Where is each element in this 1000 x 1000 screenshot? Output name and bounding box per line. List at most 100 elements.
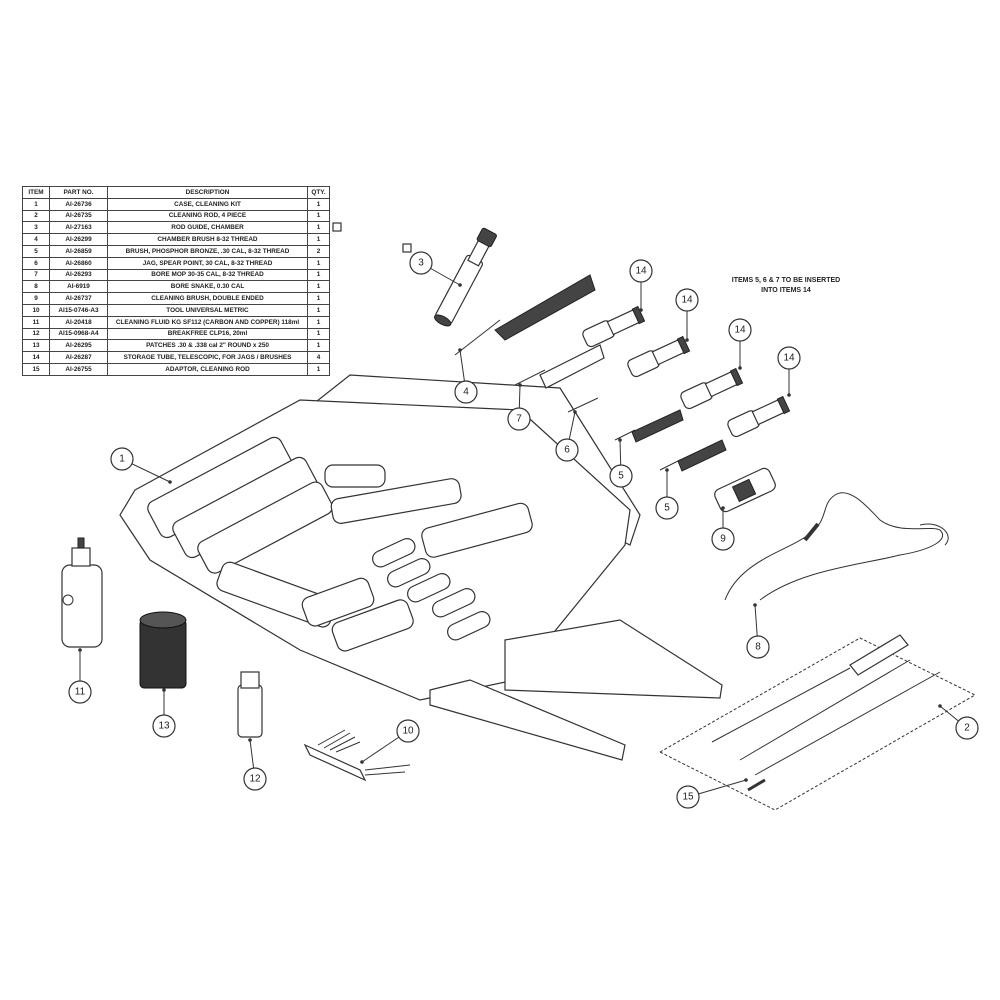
item-balloon: 6: [555, 438, 579, 462]
leader-dot: [518, 383, 522, 387]
quantity: 1: [307, 315, 330, 329]
balloon-number: 14: [783, 353, 795, 364]
bore-snake: [724, 492, 943, 601]
item-balloon: 10: [396, 719, 420, 743]
leader-dot: [162, 688, 166, 692]
storage-tube: [627, 335, 691, 378]
balloon-number: 7: [516, 414, 522, 425]
cleaning-case: [119, 374, 723, 761]
case-pocket: [330, 478, 462, 524]
case-pocket: [331, 599, 414, 652]
item-balloon: 9: [711, 527, 735, 551]
quantity: 1: [307, 339, 330, 353]
universal-metric-tool: [303, 729, 411, 782]
leader-dot: [639, 308, 643, 312]
leader-dot: [573, 410, 577, 414]
quantity: 1: [307, 292, 330, 305]
part-number: AI-26859: [49, 244, 108, 258]
part-number: AI-26755: [49, 362, 108, 376]
case-pocket: [432, 588, 476, 618]
case-pocket: [447, 611, 491, 641]
jag: [567, 397, 599, 413]
balloon-number: 5: [618, 471, 624, 482]
item-balloon: 4: [454, 380, 478, 404]
balloon-number: 13: [158, 721, 170, 732]
leader-dot: [665, 468, 669, 472]
chamber-brush: [454, 274, 596, 356]
storage-tube: [680, 367, 744, 410]
leader-dot: [458, 348, 462, 352]
leader-dot: [618, 438, 622, 442]
leader-dot: [753, 603, 757, 607]
item-balloon: 14: [728, 318, 752, 342]
item-balloon: 14: [629, 259, 653, 283]
balloon-number: 4: [463, 387, 469, 398]
part-number: AI15-0746-A3: [49, 303, 108, 317]
item-balloon: 7: [507, 407, 531, 431]
balloon-number: 14: [734, 325, 746, 336]
item-balloon: 15: [676, 785, 700, 809]
quantity: 1: [307, 303, 330, 317]
leader-dot: [685, 338, 689, 342]
quantity: 1: [307, 327, 330, 341]
case-pocket: [324, 464, 386, 488]
balloon-number: 14: [635, 266, 647, 277]
item-number: 9: [22, 292, 50, 305]
balloon-number: 11: [75, 687, 86, 698]
cleaning-rod-set: [658, 634, 977, 811]
rod-adaptor: [747, 778, 766, 792]
description: STORAGE TUBE, TELESCOPIC, FOR JAGS / BRU…: [107, 351, 308, 364]
rod-guide: [434, 227, 497, 327]
item-number: 14: [22, 351, 50, 364]
description: BRUSH, PHOSPHOR BRONZE, .30 CAL, 8-32 TH…: [107, 244, 308, 258]
balloon-number: 2: [964, 723, 970, 734]
balloon-number: 6: [564, 445, 570, 456]
leader-dot: [744, 778, 748, 782]
table-header-row: ITEM PART NO. DESCRIPTION QTY.: [22, 186, 330, 199]
bore-snake-weight: [803, 522, 820, 542]
leader-dot: [787, 393, 791, 397]
case-pocket: [301, 577, 375, 627]
item-balloon: 13: [152, 714, 176, 738]
case-pocket: [387, 558, 431, 588]
leader-dot: [938, 704, 942, 708]
description: BORE SNAKE, 0.30 CAL: [107, 280, 308, 294]
clp-bottle: [237, 671, 263, 738]
item-balloon: 12: [243, 767, 267, 791]
item-number: 7: [22, 268, 50, 282]
case-pocket: [372, 538, 416, 568]
balloon-number: 1: [119, 454, 125, 465]
item-balloon: 5: [609, 464, 633, 488]
leader-dot: [360, 760, 364, 764]
item-balloon: 5: [655, 496, 679, 520]
case-pocket: [421, 502, 533, 558]
balloon-number: 14: [681, 295, 693, 306]
rod-guide-marker-icon: [402, 243, 412, 253]
assembly-note: ITEMS 5, 6 & 7 TO BE INSERTED INTO ITEMS…: [731, 277, 841, 294]
cleaning-fluid-bottle: [61, 537, 103, 648]
item-balloon: 1: [110, 447, 134, 471]
balloon-number: 12: [249, 774, 261, 785]
balloon-number: 5: [664, 503, 670, 514]
part-number: AI-26295: [49, 339, 108, 353]
part-number: AI-26293: [49, 268, 108, 282]
storage-tube: [582, 305, 646, 348]
item-balloon: 14: [777, 346, 801, 370]
double-ended-brush: [714, 467, 776, 513]
quantity: 1: [307, 362, 330, 376]
balloon-number: 15: [682, 792, 694, 803]
balloon-number: 10: [402, 726, 414, 737]
